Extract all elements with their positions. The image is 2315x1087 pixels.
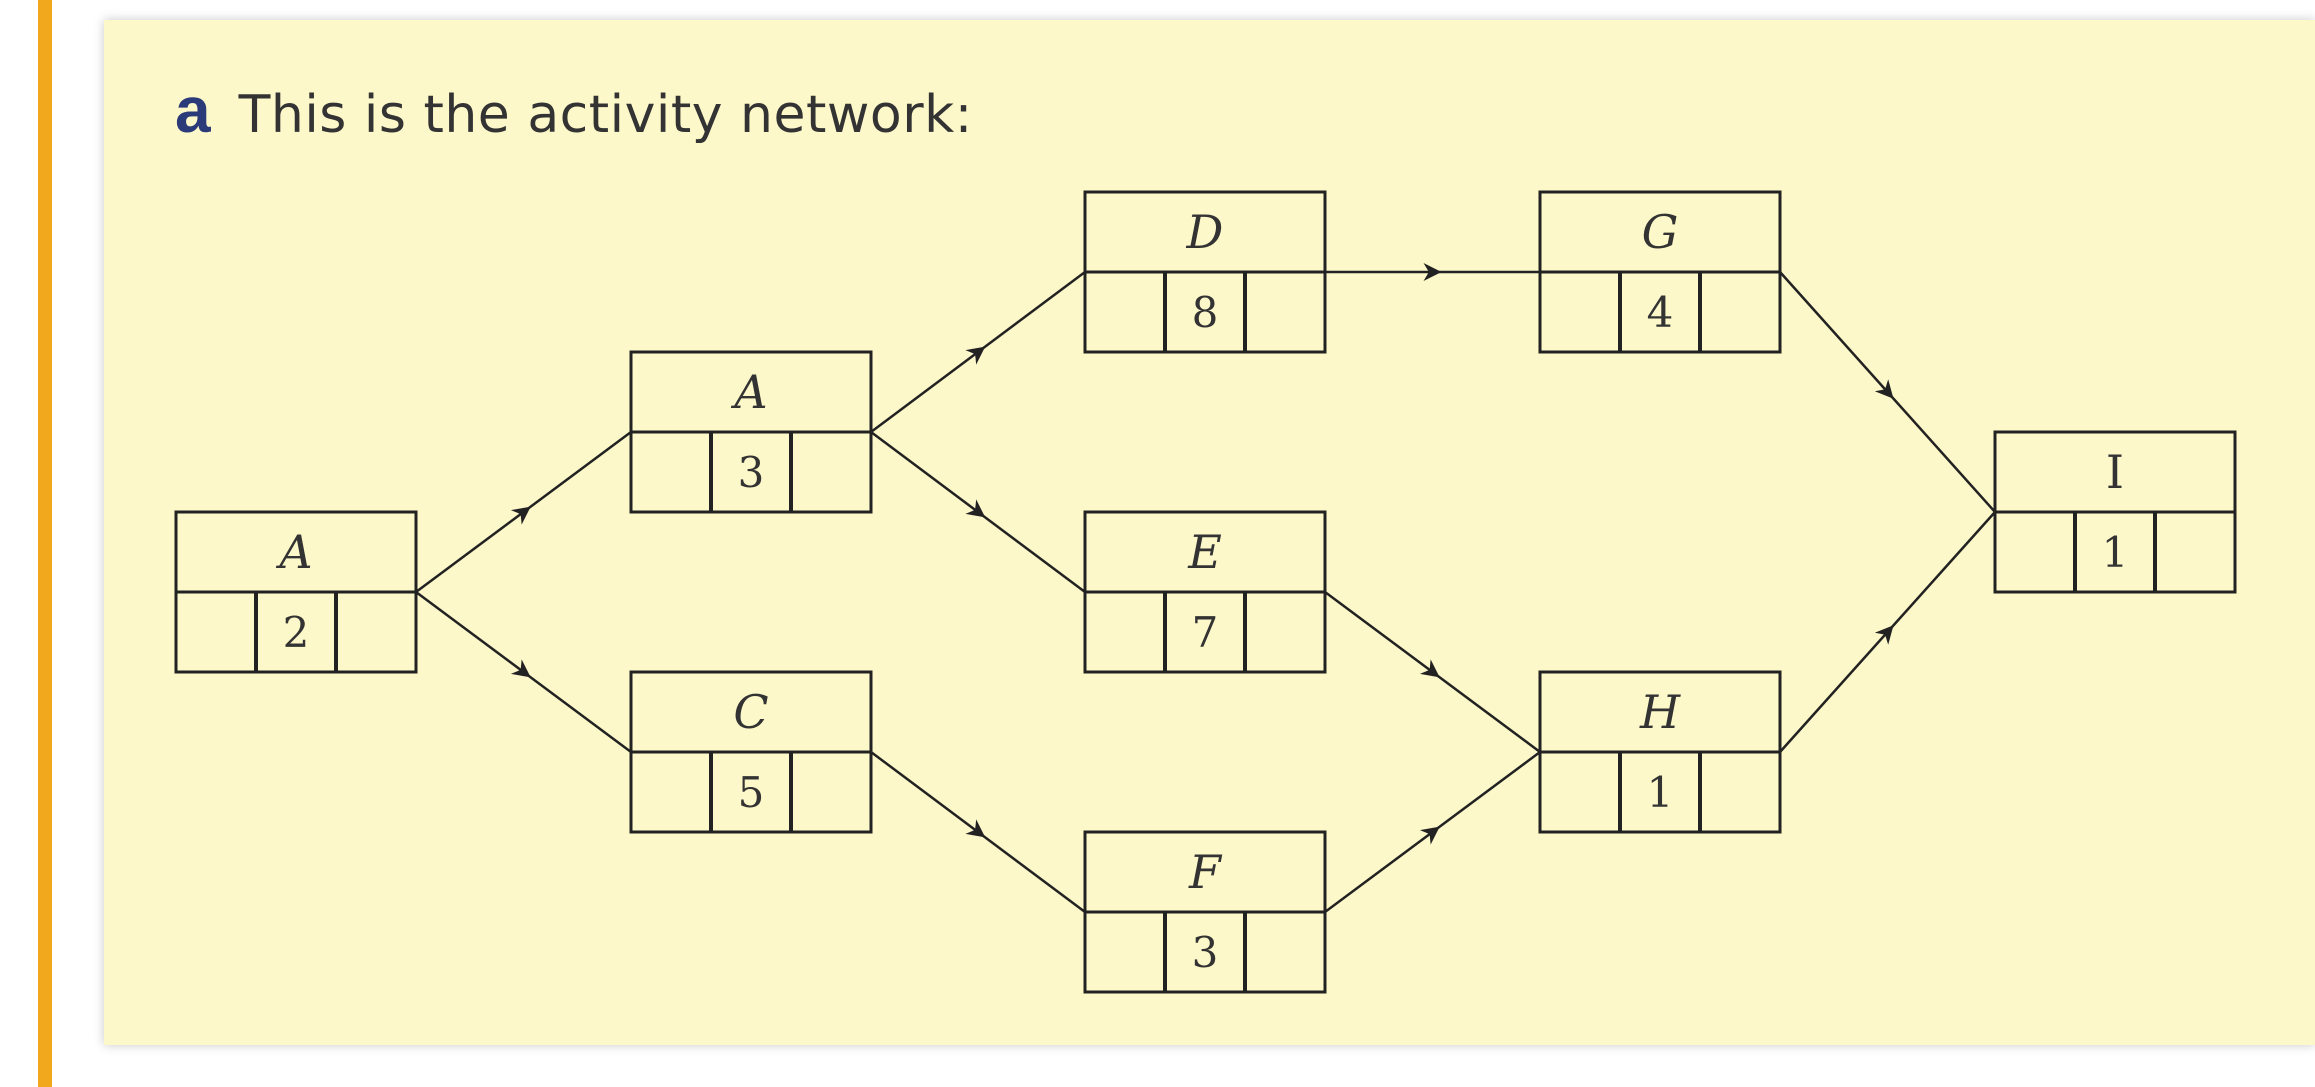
activity-label: I: [2106, 445, 2124, 499]
activity-duration: 5: [738, 768, 765, 817]
edges-layer: [415, 263, 1996, 914]
activity-label: D: [1186, 205, 1224, 259]
activity-node-n8: H1: [1538, 670, 1782, 834]
activity-label: F: [1188, 845, 1223, 899]
caption: a This is the activity network:: [175, 60, 973, 160]
edge-arrow-segment: [870, 346, 986, 434]
activity-duration: 7: [1192, 608, 1219, 657]
edge-arrow-segment: [870, 430, 986, 518]
activity-duration: 3: [738, 448, 765, 497]
edge-n7-n9: [1779, 271, 1996, 513]
edge-arrow-segment: [415, 506, 531, 594]
edge-tail-segment: [977, 830, 1086, 914]
part-letter: a: [175, 74, 211, 146]
activity-node-n6: F3: [1083, 830, 1327, 994]
activity-label: A: [275, 525, 312, 579]
edge-n5-n8: [1324, 590, 1541, 754]
edge-arrow-segment: [1324, 826, 1440, 914]
activity-label: E: [1187, 525, 1222, 579]
edge-tail-segment: [1431, 750, 1541, 834]
activity-node-n3: C5: [629, 670, 873, 834]
edge-n2-n5: [870, 430, 1086, 594]
activity-node-n4: D8: [1083, 190, 1327, 354]
activity-node-n5: E7: [1083, 510, 1327, 674]
edge-tail-segment: [522, 430, 632, 514]
activity-duration: 1: [2102, 528, 2129, 577]
edge-n2-n4: [870, 270, 1086, 434]
edge-n8-n9: [1779, 511, 1996, 753]
edge-arrow-segment: [1779, 625, 1894, 753]
activity-duration: 4: [1647, 288, 1674, 337]
edge-tail-segment: [1886, 511, 1996, 633]
activity-node-n2: A3: [629, 350, 873, 514]
activity-duration: 8: [1192, 288, 1219, 337]
caption-text: This is the activity network:: [238, 85, 973, 145]
activity-duration: 3: [1192, 928, 1219, 977]
activity-label: A: [730, 365, 767, 419]
activity-node-n7: G4: [1538, 190, 1782, 354]
edge-tail-segment: [1431, 670, 1541, 754]
edge-arrow-segment: [1779, 271, 1894, 399]
edge-arrow-segment: [1324, 590, 1440, 678]
edge-arrow-segment: [415, 590, 531, 678]
activity-node-n9: I1: [1993, 430, 2237, 594]
activity-label: G: [1642, 205, 1679, 259]
activity-label: H: [1639, 685, 1681, 739]
edge-tail-segment: [522, 670, 632, 754]
edge-tail-segment: [1886, 391, 1996, 513]
edge-n1-n3: [415, 590, 632, 754]
edge-n1-n2: [415, 430, 632, 594]
edge-n3-n6: [870, 750, 1086, 914]
edge-n6-n8: [1324, 750, 1541, 914]
activity-label: C: [733, 685, 768, 739]
edge-tail-segment: [977, 510, 1086, 594]
edge-arrow-segment: [870, 750, 986, 838]
activity-duration: 2: [283, 608, 310, 657]
activity-node-n1: A2: [174, 510, 418, 674]
activity-duration: 1: [1647, 768, 1674, 817]
edge-tail-segment: [977, 270, 1086, 354]
accent-bar: [38, 0, 52, 1087]
